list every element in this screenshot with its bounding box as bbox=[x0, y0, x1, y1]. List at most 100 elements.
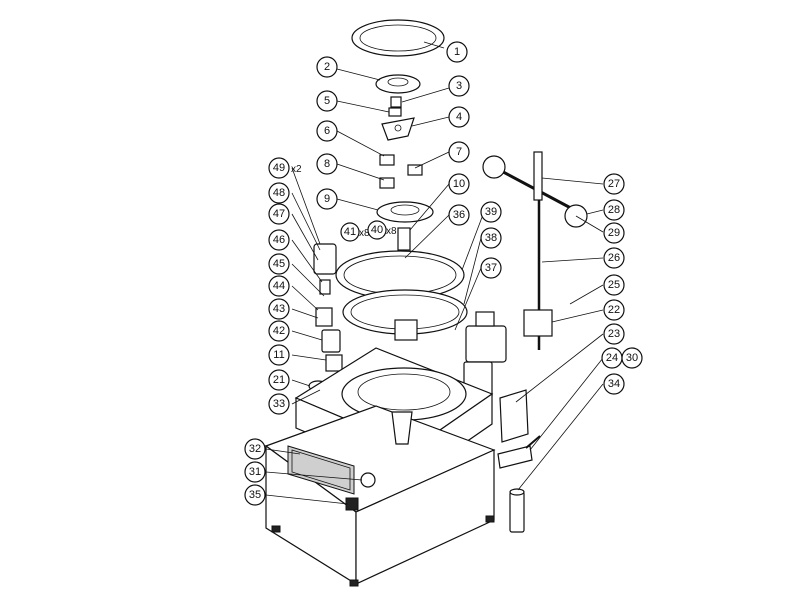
callout-2: 2 bbox=[316, 56, 338, 78]
callout-38: 38 bbox=[480, 227, 502, 249]
callout-43: 43 bbox=[268, 298, 290, 320]
callout-9: 9 bbox=[316, 188, 338, 210]
feet bbox=[271, 515, 495, 587]
svg-text:33: 33 bbox=[273, 398, 285, 410]
top-lid-ring bbox=[351, 19, 445, 57]
callout-22: 22 bbox=[603, 299, 625, 321]
clamp-blocks bbox=[379, 154, 423, 189]
callout-31: 31 bbox=[244, 461, 266, 483]
callout-8: 8 bbox=[316, 153, 338, 175]
svg-text:30: 30 bbox=[626, 352, 638, 364]
control-panel bbox=[287, 445, 355, 495]
svg-text:31: 31 bbox=[249, 466, 261, 478]
svg-text:40: 40 bbox=[371, 224, 383, 236]
callout-44: 44 bbox=[268, 275, 290, 297]
callout-29: 29 bbox=[603, 222, 625, 244]
callout-32: 35 bbox=[244, 484, 266, 506]
svg-text:48: 48 bbox=[273, 187, 285, 199]
balance-stand bbox=[482, 151, 588, 350]
callout-35: 34 bbox=[603, 373, 625, 395]
svg-text:35: 35 bbox=[249, 489, 261, 501]
callout-1: 1 bbox=[446, 41, 468, 63]
svg-text:29: 29 bbox=[608, 227, 620, 239]
callout-25: 25 bbox=[603, 274, 625, 296]
lower-ring bbox=[342, 289, 468, 341]
callout-40: 40 bbox=[367, 220, 387, 240]
callout-48: 48 bbox=[268, 182, 290, 204]
svg-text:5: 5 bbox=[324, 95, 330, 107]
note-40-qty: x8 bbox=[386, 226, 397, 237]
collar-ring bbox=[376, 201, 434, 223]
svg-text:23: 23 bbox=[608, 328, 620, 340]
svg-text:8: 8 bbox=[324, 158, 330, 170]
callout-49: 49 bbox=[268, 157, 290, 179]
callout-45: 45 bbox=[268, 253, 290, 275]
callout-28: 28 bbox=[603, 199, 625, 221]
svg-text:38: 38 bbox=[485, 232, 497, 244]
callout-26: 26 bbox=[603, 247, 625, 269]
callout-36: 36 bbox=[448, 204, 470, 226]
svg-text:27: 27 bbox=[608, 178, 620, 190]
tool-24 bbox=[497, 435, 541, 469]
svg-text:26: 26 bbox=[608, 252, 620, 264]
svg-text:7: 7 bbox=[456, 146, 462, 158]
svg-text:2: 2 bbox=[324, 61, 330, 73]
svg-text:9: 9 bbox=[324, 193, 330, 205]
spindle bbox=[397, 227, 411, 251]
callout-37: 37 bbox=[480, 257, 502, 279]
callout-21: 21 bbox=[268, 369, 290, 391]
svg-text:47: 47 bbox=[273, 208, 285, 220]
machine-body bbox=[264, 347, 496, 586]
svg-text:39: 39 bbox=[485, 206, 497, 218]
cylinder-35 bbox=[509, 488, 525, 533]
svg-text:28: 28 bbox=[608, 204, 620, 216]
svg-text:25: 25 bbox=[608, 279, 620, 291]
svg-text:36: 36 bbox=[453, 209, 465, 221]
svg-text:22: 22 bbox=[608, 304, 620, 316]
callout-3: 3 bbox=[448, 75, 470, 97]
callout-41: 41 bbox=[340, 222, 360, 242]
callout-11: 11 bbox=[268, 344, 290, 366]
callout-7: 7 bbox=[448, 141, 470, 163]
callout-23: 23 bbox=[603, 323, 625, 345]
callout-24: 24 bbox=[601, 347, 623, 369]
svg-text:49: 49 bbox=[273, 162, 285, 174]
callout-27: 27 bbox=[603, 173, 625, 195]
leader-lines bbox=[265, 41, 604, 505]
svg-text:34: 34 bbox=[608, 378, 620, 390]
left-parts bbox=[308, 243, 343, 392]
plate-disc bbox=[375, 74, 421, 94]
callout-10: 10 bbox=[448, 173, 470, 195]
callout-46: 46 bbox=[268, 229, 290, 251]
note-49-qty: x2 bbox=[291, 164, 302, 175]
callout-42: 42 bbox=[268, 320, 290, 342]
svg-text:1: 1 bbox=[454, 46, 460, 58]
svg-text:10: 10 bbox=[453, 178, 465, 190]
svg-text:6: 6 bbox=[324, 125, 330, 137]
callout-33: 32 bbox=[244, 438, 266, 460]
svg-text:4: 4 bbox=[456, 111, 462, 123]
svg-text:3: 3 bbox=[456, 80, 462, 92]
callout-47: 47 bbox=[268, 203, 290, 225]
callout-6: 6 bbox=[316, 120, 338, 142]
callout-4: 4 bbox=[448, 106, 470, 128]
svg-text:21: 21 bbox=[273, 374, 285, 386]
svg-text:37: 37 bbox=[485, 262, 497, 274]
svg-text:41: 41 bbox=[344, 226, 356, 238]
svg-text:32: 32 bbox=[249, 443, 261, 455]
svg-text:45: 45 bbox=[273, 258, 285, 270]
callout-34: 33 bbox=[268, 393, 290, 415]
knob[interactable] bbox=[360, 472, 376, 488]
svg-text:44: 44 bbox=[273, 280, 285, 292]
callout-5: 5 bbox=[316, 90, 338, 112]
callout-30: 30 bbox=[621, 347, 643, 369]
small-post bbox=[388, 96, 402, 117]
note-41-qty: x8 bbox=[359, 228, 370, 239]
svg-text:24: 24 bbox=[606, 352, 618, 364]
svg-text:43: 43 bbox=[273, 303, 285, 315]
svg-text:11: 11 bbox=[273, 349, 284, 361]
callout-39: 39 bbox=[480, 201, 502, 223]
svg-text:46: 46 bbox=[273, 234, 285, 246]
